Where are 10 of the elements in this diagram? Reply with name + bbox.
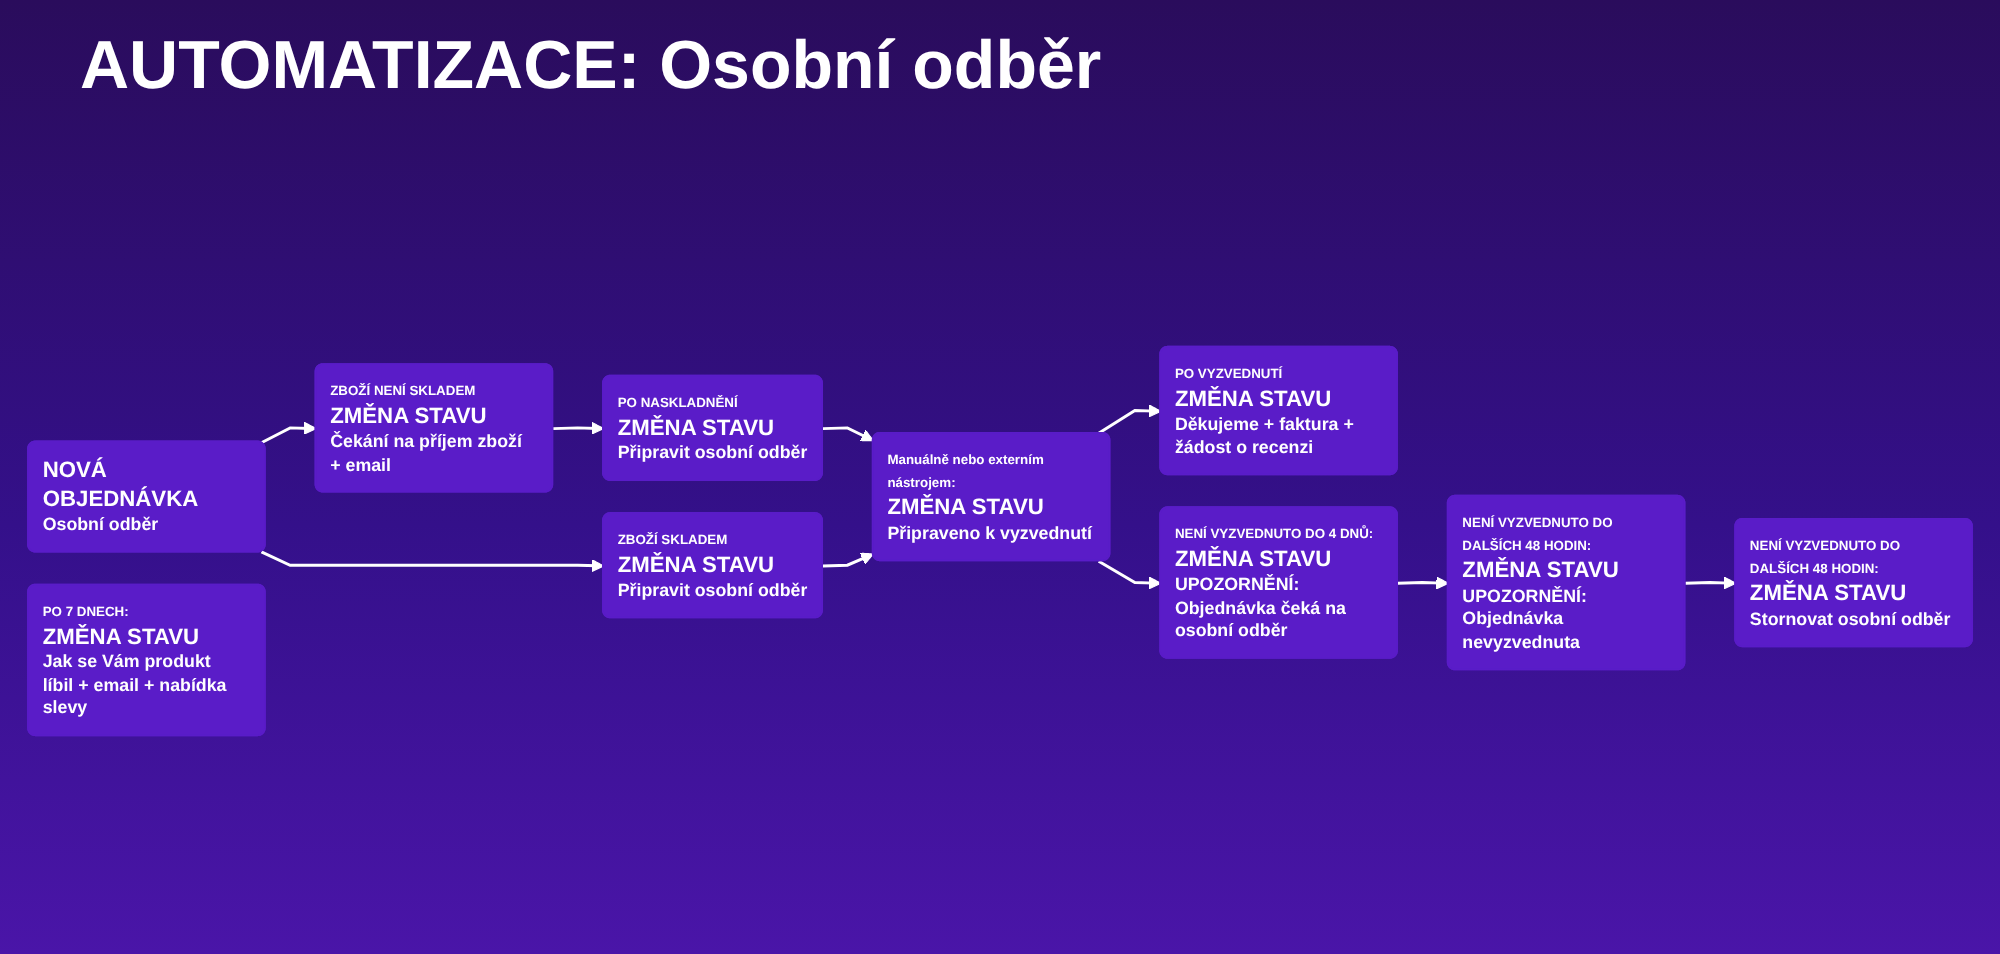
arrow (1097, 559, 1162, 590)
title: AUTOMATIZACE: Osobní odběr (80, 28, 1102, 107)
arrow (260, 421, 317, 445)
arrow (1397, 576, 1449, 590)
arrow (553, 421, 605, 435)
arrow (1685, 576, 1737, 590)
arrow (260, 550, 605, 573)
arrow (822, 552, 874, 568)
arrow (1097, 404, 1162, 435)
arrow (822, 426, 874, 442)
